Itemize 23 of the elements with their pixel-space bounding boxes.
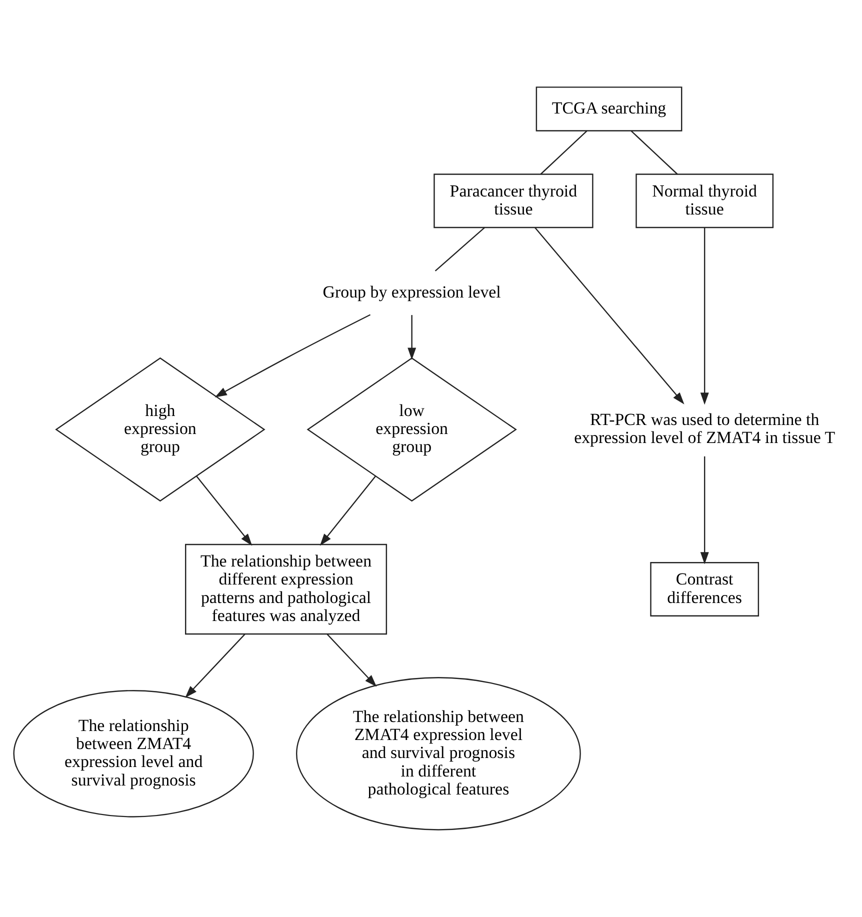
node-box: The relationship between different expression patterns and pathological features was analyzed <box>184 544 387 635</box>
connector <box>434 227 485 272</box>
node-box: Contrast differences <box>650 562 759 616</box>
arrow <box>700 228 708 405</box>
node-ellipse: The relationship between ZMAT4 expression level and survival prognosis in different pathological features <box>296 677 580 830</box>
node-text: RT-PCR was used to determine th expression level of ZMAT4 in tissue T <box>574 410 835 448</box>
arrow <box>319 476 376 546</box>
node-box: Normal thyroid tissue <box>635 174 774 228</box>
node-box: Paracancer thyroid tissue <box>433 174 593 228</box>
arrow <box>184 634 245 698</box>
connector <box>630 130 678 175</box>
arrow <box>534 227 684 404</box>
node-ellipse: The relationship between ZMAT4 expression level and survival prognosis <box>12 690 254 818</box>
connector <box>540 130 587 175</box>
arrow <box>214 314 370 398</box>
arrow <box>407 315 416 360</box>
arrow <box>196 476 252 546</box>
arrow <box>326 634 376 687</box>
node-diamond: high expression group <box>54 357 265 502</box>
arrow <box>700 456 708 564</box>
node-diamond: low expression group <box>306 357 516 502</box>
node-text: Group by expression level <box>322 282 500 302</box>
node-box: TCGA searching <box>535 86 682 132</box>
